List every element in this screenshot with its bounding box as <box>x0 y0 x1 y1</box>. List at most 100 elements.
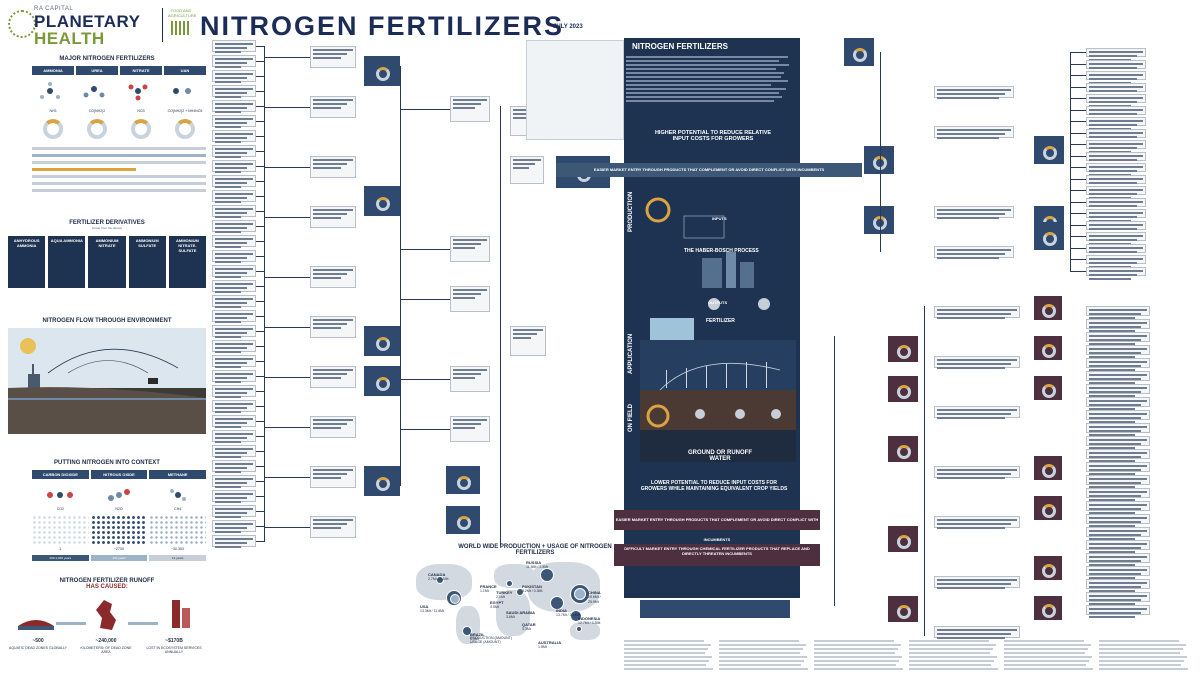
company-tree-left <box>210 36 620 556</box>
tree-connector <box>1070 121 1086 122</box>
node-text-line <box>215 246 241 248</box>
node-text-line <box>215 478 253 480</box>
node-text-line <box>215 51 241 53</box>
tree-connector <box>1070 190 1086 191</box>
node-text-line <box>453 293 481 295</box>
node-text-line <box>1089 348 1147 350</box>
node-text-line <box>215 141 241 143</box>
company-node <box>1086 462 1150 475</box>
disclaimer-line <box>814 668 903 670</box>
node-text-line <box>215 163 253 165</box>
node-text-line <box>215 77 247 79</box>
node-text-line <box>937 633 1011 635</box>
derivative-name: AMMONIUM NITRATE-SULFATE <box>175 238 199 253</box>
tree-connector <box>265 377 310 378</box>
node-text-line <box>1089 309 1147 311</box>
node-text-line <box>215 381 241 383</box>
uan-molecule-icon <box>164 81 206 103</box>
node-text-line <box>1089 577 1135 579</box>
node-text-line <box>1089 434 1135 436</box>
tree-connector <box>1070 167 1086 168</box>
hub-ring-icon <box>853 48 867 62</box>
hub-ring-icon <box>897 345 911 359</box>
company-node <box>1086 540 1150 553</box>
node-text-line <box>313 419 353 421</box>
hub-ring-icon <box>1042 564 1056 578</box>
node-text-line <box>1089 269 1143 272</box>
disclaimer-line <box>719 664 801 666</box>
company-node <box>1086 220 1146 234</box>
tree-connector <box>1070 224 1086 226</box>
node-text-line <box>215 407 247 409</box>
node-text-line <box>937 209 1011 211</box>
easier-entry-banner-2: EASIER MARKET ENTRY THROUGH PRODUCTS THA… <box>614 510 820 542</box>
node-text-line <box>453 289 487 291</box>
company-node <box>1086 319 1150 332</box>
node-text-line <box>937 257 999 259</box>
formula-ammonia: NH3 <box>49 109 57 113</box>
north-america-shape <box>416 564 472 600</box>
tree-connector <box>256 241 264 242</box>
node-text-line <box>1089 277 1131 280</box>
company-node <box>1086 397 1150 410</box>
node-text-line <box>1089 508 1141 510</box>
tree-connector <box>256 406 264 407</box>
company-node <box>212 130 256 143</box>
node-text-line <box>1089 417 1141 419</box>
company-node <box>1086 151 1146 165</box>
disclaimer-line <box>624 640 704 642</box>
node-text-line <box>937 417 1005 419</box>
formula-nitrate: NO3 <box>137 109 145 113</box>
company-node <box>212 100 256 113</box>
hub-ring-icon <box>897 445 911 459</box>
inputs-label: INPUTS <box>712 216 727 221</box>
category-hub-node <box>1034 456 1062 480</box>
node-text-line <box>215 126 241 128</box>
category-hub-node <box>1034 136 1064 164</box>
node-text-line <box>1089 250 1137 253</box>
node-text-line <box>453 99 487 101</box>
map-legend: PRODUCTION (AMOUNT) USAGE (AMOUNT) <box>470 636 512 644</box>
node-text-line <box>1089 143 1143 145</box>
company-node <box>1086 579 1150 592</box>
hub-ring-icon <box>1042 604 1056 618</box>
company-node <box>212 235 256 248</box>
node-text-line <box>1089 426 1147 428</box>
node-text-line <box>313 527 341 529</box>
node-text-line <box>1089 465 1147 467</box>
category-hub-node <box>1034 496 1062 520</box>
disclaimer-line <box>909 668 998 670</box>
tree-connector <box>265 477 310 478</box>
node-text-line <box>1089 135 1137 138</box>
category-hub-node <box>888 596 918 622</box>
node-text-line <box>453 243 481 245</box>
derivative-card: AMMONIUM NITRATE <box>88 236 126 288</box>
node-text-line <box>453 297 475 299</box>
disclaimer-line <box>1004 660 1089 662</box>
urea-molecule-icon <box>76 81 118 103</box>
category-hub-node <box>1034 222 1064 250</box>
brazil-bubble <box>462 626 472 636</box>
category-hub-node <box>446 506 480 534</box>
node-text-line <box>937 93 1005 95</box>
node-text-line <box>1089 124 1137 126</box>
runoff-title: NITROGEN FERTILIZER RUNOFF <box>59 578 155 584</box>
company-node <box>1086 117 1146 130</box>
brand-small-text: RA CAPITAL <box>34 6 74 12</box>
node-text-line <box>1089 391 1141 393</box>
disclaimer-line <box>1099 644 1186 646</box>
disclaimer-line <box>909 664 991 666</box>
disclaimer-line <box>719 656 807 658</box>
context-section: PUTTING NITROGEN INTO CONTEXT CARBON DIO… <box>8 460 207 561</box>
ground-water-label: GROUND OR RUNOFF WATER <box>688 450 752 462</box>
node-text-line <box>453 369 487 371</box>
company-node <box>212 295 256 308</box>
category-hub-node <box>364 366 400 396</box>
node-text-line <box>1089 66 1137 69</box>
node-text-line <box>1089 547 1141 549</box>
node-text-line <box>1089 62 1143 65</box>
